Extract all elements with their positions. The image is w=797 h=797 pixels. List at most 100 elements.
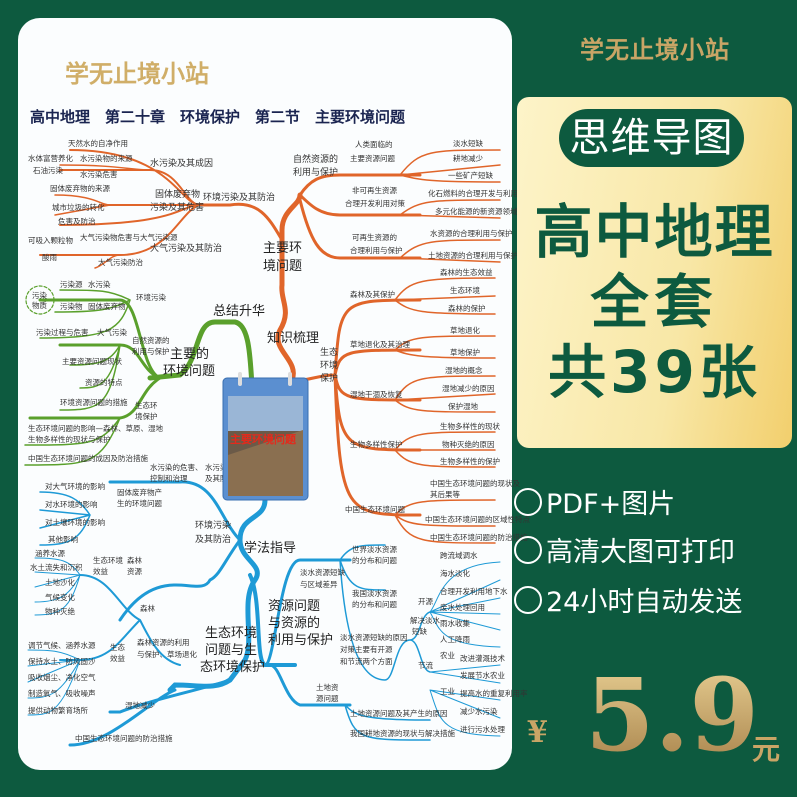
- leaf: 水土流失和沉积: [30, 562, 83, 572]
- leaf: 草地退化: [450, 325, 480, 335]
- orange-labels: 环境污染及其防治 水污染及其成因 固体废弃物 污染及其危害 大气污染及其防治 天…: [28, 138, 530, 542]
- node-forest-eff: 生态环境: [93, 555, 123, 565]
- node-cause: 淡水资源短缺的原因: [340, 632, 408, 642]
- node-res: 资源问题: [268, 599, 320, 614]
- node-solid-blue-2: 生的环境问题: [117, 498, 162, 508]
- node-nonrenew-2: 合理开发利用对策: [345, 198, 405, 208]
- node-eco-benefit-2: 效益: [110, 653, 125, 663]
- feature-delivery: 24小时自动发送: [514, 580, 742, 619]
- leaf: 草地保护: [450, 347, 480, 357]
- node-world-water-2: 的分布和问题: [352, 555, 397, 565]
- leaf: 污染源: [60, 279, 83, 289]
- leaf: 污染物: [60, 301, 83, 311]
- leaf: 对水环境的影响: [45, 499, 98, 509]
- promo-full-set: 全套: [590, 268, 719, 336]
- node-world-water: 世界淡水资源: [352, 544, 397, 554]
- promo-panel: 思维导图 高中地理 全套 共39张: [517, 97, 792, 448]
- node-wetland: 湿地干涸及恢复: [350, 389, 403, 399]
- node-main-problems-2: 环境问题: [163, 364, 215, 379]
- leaf: 可吸入颗粒物: [28, 235, 73, 245]
- watermark-top: 学无止境小站: [65, 59, 209, 88]
- leaf: 改进灌溉技术: [460, 653, 505, 663]
- leaf: 资源的特点: [85, 377, 123, 387]
- node-forest-use-2: 与保护、草场退化: [137, 649, 197, 659]
- node-air-pollution: 大气污染及其防治: [150, 242, 222, 254]
- node-pollution: 环境污染: [136, 292, 166, 302]
- node-china-eco: 中国生态环境问题: [345, 504, 405, 514]
- node-agri: 农业: [440, 650, 455, 660]
- leaf: 人工降雨: [440, 634, 470, 644]
- leaf: 雨水收集: [440, 618, 470, 628]
- node-solve: 解决淡水: [410, 615, 440, 625]
- leaf: 水污染危害: [80, 169, 118, 179]
- leaf: 水污染物的来源: [80, 153, 133, 163]
- leaf: 减少水污染: [460, 706, 498, 716]
- node-solid-waste: 固体废弃物: [155, 188, 200, 200]
- node-env-pollution: 环境污染及其防治: [203, 191, 275, 203]
- currency-symbol: ¥: [527, 715, 548, 750]
- leaf: 废水处理回用: [440, 602, 485, 612]
- blue-branches: [27, 480, 501, 747]
- leaf: 中国生态环境问题的现状及: [430, 478, 520, 488]
- node-eco-3: 保护: [320, 372, 338, 384]
- ring-icon: [288, 372, 292, 386]
- node-wetland-blue: 湿地减少: [125, 700, 155, 710]
- node-summary: 总结升华: [213, 304, 265, 319]
- node-res-3: 利用与保护: [268, 633, 333, 648]
- node-cause-2: 对策主要有开源: [340, 644, 393, 654]
- leaf: 水体富营养化: [28, 153, 73, 163]
- node-main-problems: 主要的: [170, 346, 209, 362]
- node-eco-benefit: 生态: [110, 642, 125, 652]
- leaf: 森林的生态效益: [440, 267, 493, 277]
- node-water-pollution: 水污染及其成因: [150, 157, 213, 169]
- node-res-2: 与资源的: [268, 615, 320, 631]
- node-forest-res-2: 资源: [127, 566, 142, 576]
- node-solid-blue: 固体废弃物产: [117, 487, 162, 497]
- node-renew: 可再生资源的: [352, 232, 397, 242]
- leaf: 涵养水源: [35, 548, 65, 558]
- node-water-harm-2: 控制和治理: [150, 473, 188, 483]
- leaf: 大气污染防治: [98, 257, 143, 267]
- node-green-eco: 生态环: [135, 400, 158, 410]
- leaf: 生态环境问题的影响—森林、草原、湿地: [28, 423, 163, 433]
- node-forest-res: 森林: [127, 555, 142, 565]
- node-water-harm: 水污染的危害、: [150, 462, 203, 472]
- node-cause-3: 和节流两个方面: [340, 656, 393, 666]
- leaf: 淡水短缺: [453, 138, 483, 148]
- leaf: 生物多样性的现状与保护: [28, 434, 111, 444]
- leaf: 耕地减少: [453, 153, 483, 163]
- leaf: 中国生态环境问题的成因及防治措施: [28, 453, 148, 463]
- leaf: 湿地的概念: [445, 365, 483, 375]
- node-eco-2: 环境: [320, 359, 338, 371]
- node-biodiversity: 生物多样性保护: [350, 439, 403, 449]
- leaf: 物种灭绝: [45, 606, 75, 616]
- mindmap-title: 高中地理 第二十章 环境保护 第二节 主要环境问题: [30, 108, 406, 126]
- node-forest-use: 森林资源的利用: [137, 637, 190, 647]
- orange-branches: [39, 149, 501, 544]
- leaf: 吸收烟尘、净化空气: [28, 672, 96, 682]
- leaf: 水资源的合理利用与保护: [430, 228, 513, 238]
- leaf: 生态环境: [450, 285, 480, 295]
- circle-bullet-icon: [514, 536, 542, 564]
- node-study-method: 学法指导: [244, 540, 296, 556]
- node-main-issue: 主要环: [263, 241, 302, 256]
- leaf: 提供动物繁育场所: [28, 705, 88, 715]
- brand-name: 学无止境小站: [580, 35, 730, 64]
- node-eco: 生态: [320, 346, 338, 358]
- promo-subject: 高中地理: [534, 198, 775, 266]
- node-nonrenew: 非可再生资源: [352, 185, 397, 195]
- leaf: 城市垃圾的转化: [52, 202, 105, 212]
- node-industry: 工业: [440, 686, 455, 696]
- node-eco-env: 生态环境: [205, 626, 257, 641]
- node-env-control-2: 及其防治: [195, 533, 231, 545]
- leaf: 跨流域调水: [440, 550, 478, 560]
- leaf: 一些矿产短缺: [448, 170, 493, 180]
- leaf: 酸雨: [42, 252, 57, 262]
- leaf: 中国生态环境问题的区域性特点: [425, 514, 530, 524]
- node-forest-eff-2: 效益: [93, 566, 108, 576]
- node-china-water-2: 的分布和问题: [352, 599, 397, 609]
- leaf: 土地资源问题及其产生的原因: [350, 708, 448, 718]
- leaf: 生物多样性的保护: [440, 456, 500, 466]
- node-water-shortage: 淡水资源短缺: [300, 567, 345, 577]
